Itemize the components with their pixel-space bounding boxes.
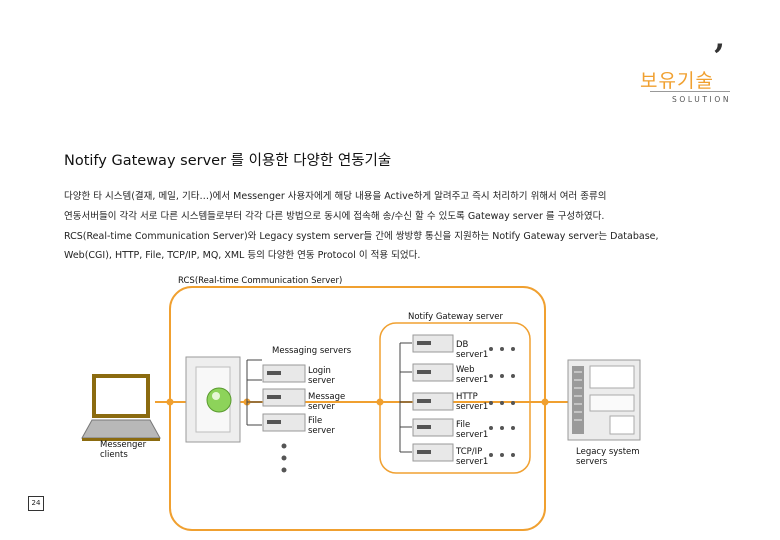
file-server1-label: File server1 [456,420,489,441]
section-subtitle: SOLUTION [672,95,732,104]
section-title: 보유기술 [640,70,714,92]
page-heading: Notify Gateway server 를 이용한 다양한 연동기술 [64,153,392,169]
messaging-servers-label: Messaging servers [272,346,352,356]
gateway-label: Notify Gateway server [408,312,503,322]
messaging-connector [246,359,262,426]
messenger-clients-label: Messenger clients [100,440,147,461]
title-mark: ’ [713,37,725,77]
paragraph-line: RCS(Real-time Communication Server)와 Leg… [64,231,659,242]
gateway-ellipsis [489,347,515,457]
rcs-label: RCS(Real-time Communication Server) [178,276,343,286]
connection-dot [541,398,549,406]
web-server-label: Web server1 [456,365,489,386]
page-number: 24 [28,496,44,511]
paragraph-line: 다양한 타 시스템(결재, 메일, 기타…)에서 Messenger 사용자에게… [64,191,607,202]
connection-dot [376,398,384,406]
login-server-label: Login server [308,366,335,387]
ellipsis-dots [281,443,287,473]
gateway-server-unit [412,334,454,462]
message-server-label: Message server [308,392,346,413]
file-server-label: File server [308,416,335,437]
db-server-label: DB server1 [456,340,489,361]
title-divider [650,91,730,92]
tcpip-server-label: TCP/IP server1 [456,447,489,468]
messaging-server-icon [185,356,241,443]
legacy-system-label: Legacy system servers [576,447,640,468]
laptop-icon [81,374,161,441]
legacy-server-icon [567,359,641,441]
gateway-boundary [379,322,531,474]
connection-dot [166,398,174,406]
messaging-server-unit [262,364,306,432]
rcs-boundary [169,286,546,531]
paragraph-line: 연동서버들이 각각 서로 다른 시스템들로부터 각각 다른 방법으로 동시에 접… [64,211,605,222]
gateway-connector [399,342,412,453]
http-server-label: HTTP server1 [456,392,489,413]
paragraph-line: Web(CGI), HTTP, File, TCP/IP, MQ, XML 등의… [64,250,421,261]
